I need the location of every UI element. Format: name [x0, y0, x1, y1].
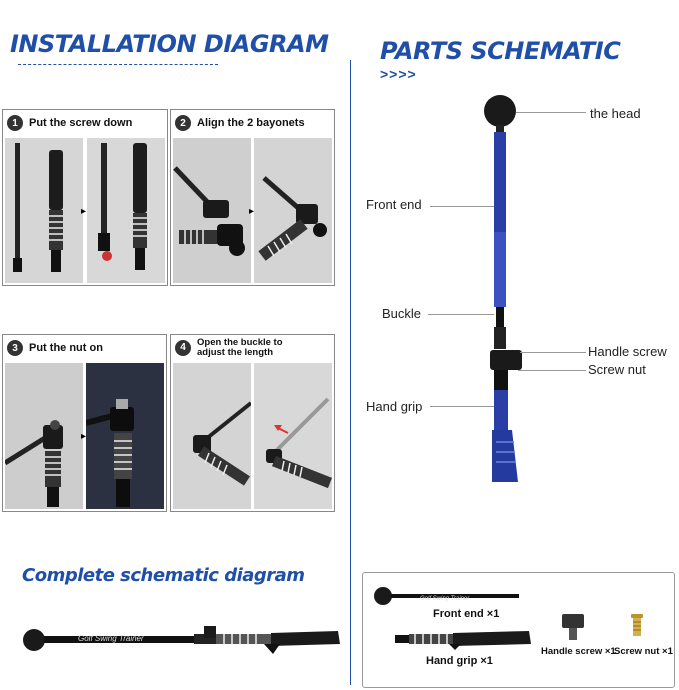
leader-line: [430, 406, 494, 407]
step-4-photo-before: [173, 363, 253, 509]
step-label-line-1: Open the buckle to: [197, 337, 283, 348]
step-number: 3: [7, 340, 23, 356]
complete-trainer-illustration: [23, 626, 340, 654]
label-hand-grip: Hand grip: [366, 399, 423, 414]
step-label: Align the 2 bayonets: [197, 117, 305, 129]
screw-nut-part-illustration: [631, 614, 643, 636]
step-1-photo-after: [87, 138, 165, 283]
label-screw-nut: Screw nut: [588, 362, 646, 377]
step-3-photo-after: [85, 363, 164, 509]
step-label: Put the nut on: [29, 342, 103, 354]
handle-screw-part-illustration: [562, 614, 584, 640]
label-front-end: Front end: [366, 197, 422, 212]
leader-line: [428, 314, 494, 315]
installation-title-underline: [18, 64, 218, 65]
leader-line: [516, 112, 586, 113]
package-screw-nut-label: Screw nut ×1: [614, 646, 673, 657]
hand-grip-part-illustration: [395, 631, 531, 650]
package-contents-box: [362, 572, 675, 688]
section-divider: [350, 60, 351, 685]
label-buckle: Buckle: [382, 306, 422, 321]
installation-title: INSTALLATION DIAGRAM: [10, 30, 329, 58]
trainer-parts-illustration: [484, 95, 522, 482]
step-4-photo-after: [254, 363, 333, 509]
step-1-photo-before: [5, 138, 83, 283]
step-label: Put the screw down: [29, 117, 133, 129]
step-3-panel: 3 Put the nut on ▸: [2, 334, 167, 512]
step-3-photo-before: [3, 363, 83, 509]
step-1-panel: 1 Put the screw down ▸: [2, 109, 168, 286]
step-label-line-2: adjust the length: [197, 347, 273, 358]
leader-line: [518, 370, 586, 371]
leader-line: [430, 206, 494, 207]
step-2-photo-before: [173, 138, 251, 283]
front-end-part-illustration: [374, 587, 519, 605]
package-front-end-label: Front end ×1: [433, 608, 500, 620]
complete-diagram-title: Complete schematic diagram: [22, 565, 305, 586]
step-2-panel: 2 Align the 2 bayonets ▸: [170, 109, 335, 286]
step-number: 4: [175, 340, 191, 356]
step-2-photo-after: [254, 138, 332, 283]
complete-shaft-text: Golf Swing Trainer: [78, 634, 144, 643]
step-number: 2: [175, 115, 191, 131]
arrow-icon: ▸: [81, 206, 87, 217]
leader-line: [520, 352, 586, 353]
step-number: 1: [7, 115, 23, 131]
label-the-head: the head: [590, 106, 641, 121]
parts-title: PARTS SCHEMATIC: [380, 37, 621, 65]
package-handle-screw-label: Handle screw ×1: [541, 646, 616, 657]
front-end-shaft-text: Golf Swing Trainer: [420, 596, 470, 602]
arrow-icon: ▸: [81, 431, 87, 442]
parts-arrows: >>>>: [380, 66, 417, 82]
arrow-icon: ▸: [249, 206, 255, 217]
label-handle-screw: Handle screw: [588, 344, 667, 359]
shaft-text: Golf Swing Trainer Aid: [473, 138, 485, 269]
package-hand-grip-label: Hand grip ×1: [426, 655, 493, 667]
